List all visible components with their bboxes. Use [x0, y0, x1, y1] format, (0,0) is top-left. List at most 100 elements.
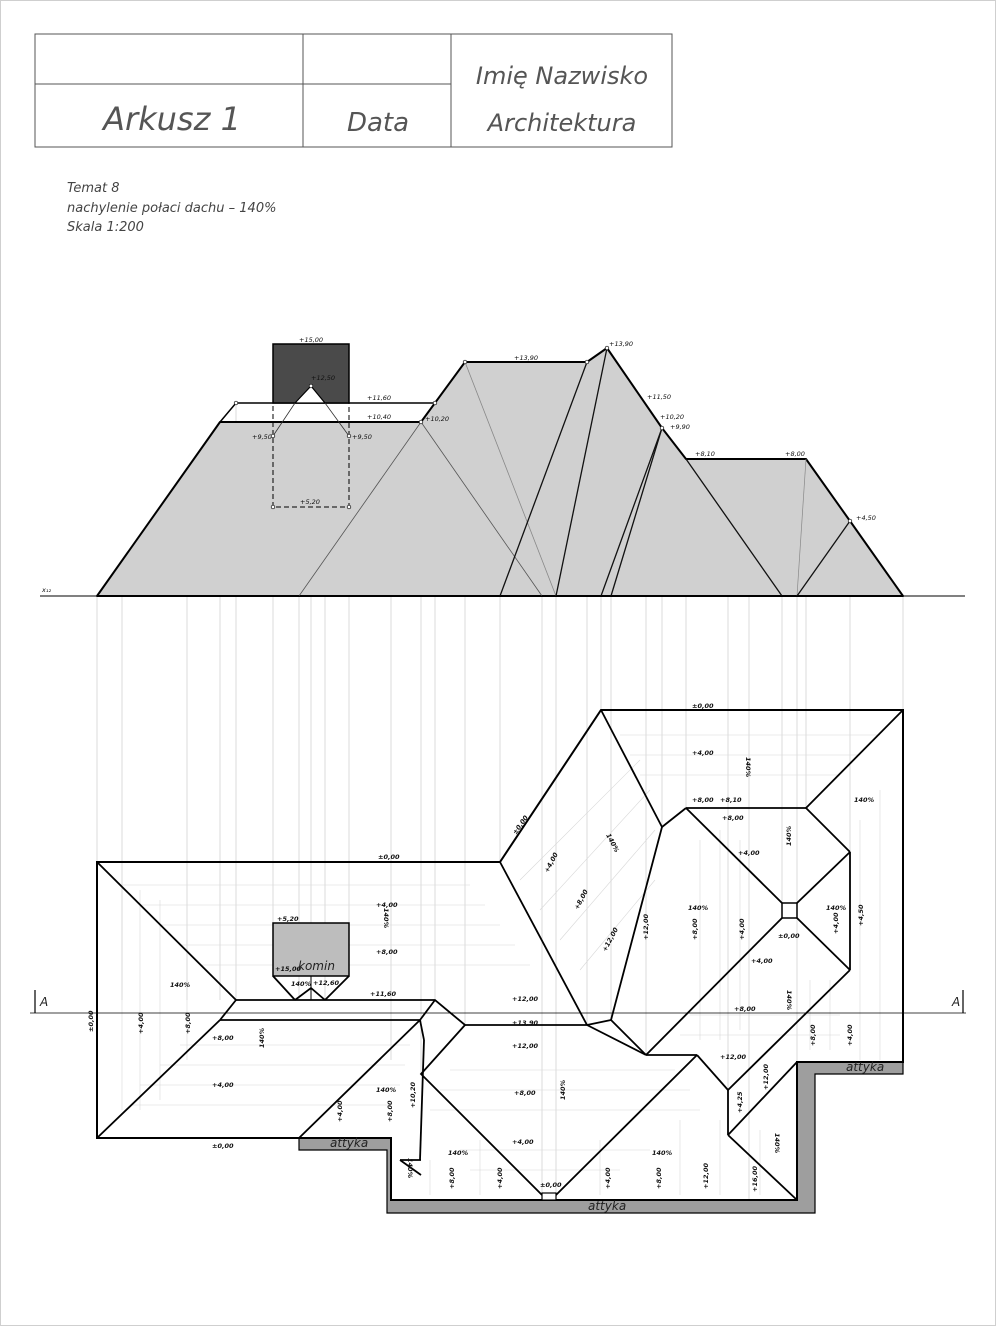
slope-15: 140% — [773, 1133, 781, 1154]
axis-label: x₁₂ — [41, 586, 51, 594]
h-chimney-opening: +12,50 — [311, 374, 335, 382]
slope-7: 140% — [826, 904, 847, 912]
lvl-node: ±0,00 — [778, 932, 800, 940]
parapet-label-bottom: attyka — [588, 1199, 626, 1213]
lvl-8-j: +8,00 — [448, 1167, 456, 1189]
lvl-810: +8,10 — [720, 796, 742, 804]
lvl-425: +4,25 — [736, 1091, 744, 1113]
lvl-1160: +11,60 — [370, 990, 396, 998]
scale-line: Skala 1:200 — [67, 220, 144, 235]
lvl-12-a: +12,00 — [512, 995, 538, 1003]
lvl-450: +4,50 — [857, 904, 865, 926]
h-chimney-bottom: +5,20 — [300, 498, 320, 506]
lvl-12-c: +12,00 — [720, 1053, 746, 1061]
slope-2: 140% — [291, 980, 312, 988]
lvl-diag: ±0,00 — [511, 814, 530, 837]
lvl-4-a: +4,00 — [376, 901, 398, 909]
slope-9: 140% — [382, 908, 390, 929]
section-mark-left: A — [39, 995, 48, 1009]
department: Architektura — [486, 109, 637, 137]
slope-8: 140% — [854, 796, 875, 804]
lvl-12-d: +12,00 — [642, 914, 650, 940]
lvl-4-i: +4,00 — [832, 912, 840, 934]
h-right-b: +10,20 — [660, 413, 684, 421]
lvl-4-c: +4,00 — [512, 1138, 534, 1146]
lvl-4-d: +4,00 — [692, 749, 714, 757]
parapet-label-right: attyka — [846, 1060, 884, 1074]
lvl-4-f: +4,00 — [751, 957, 773, 965]
lvl-8-m: +8,00 — [573, 888, 590, 911]
lvl-left-side: ±0,00 — [87, 1010, 95, 1032]
lvl-4-n: +4,00 — [543, 851, 560, 874]
slope-14: 140% — [785, 990, 793, 1011]
lvl-left-top: ±0,00 — [378, 853, 400, 861]
chimney-label: komin — [298, 959, 335, 973]
lvl-4-m: +4,00 — [846, 1024, 854, 1046]
lvl-1390: +13,90 — [512, 1019, 538, 1027]
slope-16: 140% — [406, 1158, 414, 1179]
slope-1: 140% — [170, 981, 191, 989]
lvl-8-e: +8,00 — [722, 814, 744, 822]
slope-10: 140% — [258, 1027, 266, 1048]
slope-13: 140% — [785, 825, 793, 846]
h-peak: +13,90 — [609, 340, 633, 348]
lvl-left-bottom: ±0,00 — [212, 1142, 234, 1150]
slope-5: 140% — [652, 1149, 673, 1157]
lvl-bottom: ±0,00 — [540, 1181, 562, 1189]
lvl-8-f: +8,00 — [734, 1005, 756, 1013]
lvl-12-e: +12,00 — [702, 1163, 710, 1189]
lvl-1020: +10,20 — [409, 1082, 417, 1108]
lvl-12-f: +12,00 — [762, 1064, 770, 1090]
lvl-4-b: +4,00 — [212, 1081, 234, 1089]
slope-line: nachylenie połaci dachu – 140% — [67, 201, 276, 216]
lvl-16: +16,00 — [751, 1166, 759, 1192]
slope-11: 140% — [559, 1079, 567, 1100]
sheet-number: Arkusz 1 — [101, 100, 241, 138]
lvl-8-a: +8,00 — [376, 948, 398, 956]
h-left-b: +9,50 — [352, 433, 372, 441]
h-far-right: +4,50 — [856, 514, 876, 522]
slope-3: 140% — [376, 1086, 397, 1094]
lvl-1500: +15,00 — [275, 965, 301, 973]
h-mid-a: +10,20 — [425, 415, 449, 423]
chimney-plan — [272, 922, 350, 977]
h-left-a: +9,50 — [252, 433, 272, 441]
section-mark-right: A — [951, 995, 960, 1009]
title-block — [34, 33, 673, 148]
lvl-8-c: +8,00 — [514, 1089, 536, 1097]
slope-6: 140% — [688, 904, 709, 912]
h-right-c: +9,90 — [670, 423, 690, 431]
lvl-4-h: +4,00 — [738, 918, 746, 940]
slope-17: 140% — [604, 832, 621, 854]
roof-silhouette — [96, 347, 904, 597]
lvl-8-h: +8,00 — [691, 918, 699, 940]
slope-hatching — [120, 734, 881, 1195]
plan-view: A A ±0,00 ±0,00 ±0,00 ±0,00 ±0,00 ±0,00 … — [30, 702, 966, 1214]
lvl-4-g: +4,00 — [137, 1012, 145, 1034]
lvl-4-j: +4,00 — [336, 1100, 344, 1122]
lvl-4-k: +4,00 — [496, 1167, 504, 1189]
lvl-top: ±0,00 — [692, 702, 714, 710]
lvl-8-g: +8,00 — [184, 1012, 192, 1034]
parapet-label-left: attyka — [330, 1136, 368, 1150]
h-chimney-top: +15,00 — [299, 336, 323, 344]
date-cell: Data — [347, 108, 409, 138]
h-left-ridge-upper: +11,60 — [367, 394, 391, 402]
h-right-a: +11,50 — [647, 393, 671, 401]
lvl-8-k: +8,00 — [655, 1167, 663, 1189]
lvl-1260: +12,60 — [313, 979, 339, 987]
lvl-4-l: +4,00 — [604, 1167, 612, 1189]
lvl-8-i: +8,00 — [386, 1100, 394, 1122]
slope-4: 140% — [448, 1149, 469, 1157]
slope-12: 140% — [744, 757, 752, 778]
h-left-ridge: +10,40 — [367, 413, 391, 421]
h-main-ridge: +13,90 — [514, 354, 538, 362]
author-name: Imię Nazwisko — [476, 62, 648, 90]
lvl-12-b: +12,00 — [512, 1042, 538, 1050]
lvl-8-d: +8,00 — [692, 796, 714, 804]
ridge-node — [781, 902, 798, 919]
lvl-4-e: +4,00 — [738, 849, 760, 857]
lvl-12-g: +12,00 — [601, 926, 620, 953]
